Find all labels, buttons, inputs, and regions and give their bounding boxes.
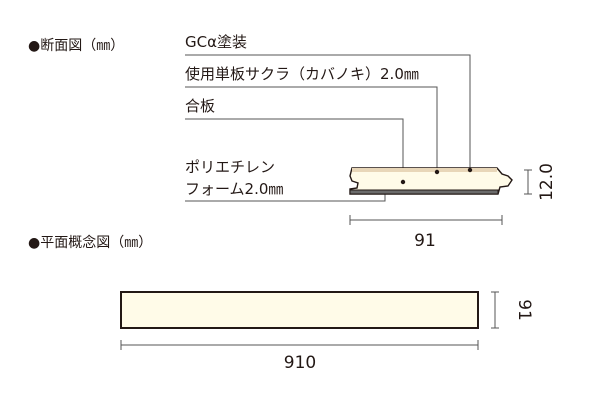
- point-coating: [467, 167, 473, 173]
- plan-title: ●平面概念図（㎜）: [28, 234, 152, 251]
- section-title: ●断面図（㎜）: [28, 38, 124, 54]
- leader-coating: [185, 54, 471, 170]
- label-veneer: 使用単板サクラ（カバノキ）2.0㎜: [185, 65, 419, 83]
- leader-plywood: [185, 118, 404, 182]
- label-foam-line2: フォーム2.0㎜: [185, 180, 283, 198]
- plan-width-label: 91: [514, 299, 534, 321]
- section-dimension-lines: [349, 169, 532, 225]
- plan-board: [120, 291, 479, 329]
- plan-length-label: 910: [284, 353, 316, 373]
- leader-veneer: [185, 86, 438, 172]
- plan-dimension-lines: [120, 291, 499, 350]
- label-coating: GCα塗装: [185, 33, 247, 51]
- point-plywood: [400, 179, 406, 185]
- label-foam-line1: ポリエチレン: [185, 158, 275, 176]
- leader-foam: [185, 193, 386, 202]
- point-veneer: [434, 169, 440, 175]
- section-thickness-label: 12.0: [537, 163, 557, 201]
- board-cross-section: [349, 167, 513, 195]
- leader-lines: [185, 54, 471, 202]
- section-width-label: 91: [414, 231, 436, 251]
- label-plywood: 合板: [185, 97, 215, 115]
